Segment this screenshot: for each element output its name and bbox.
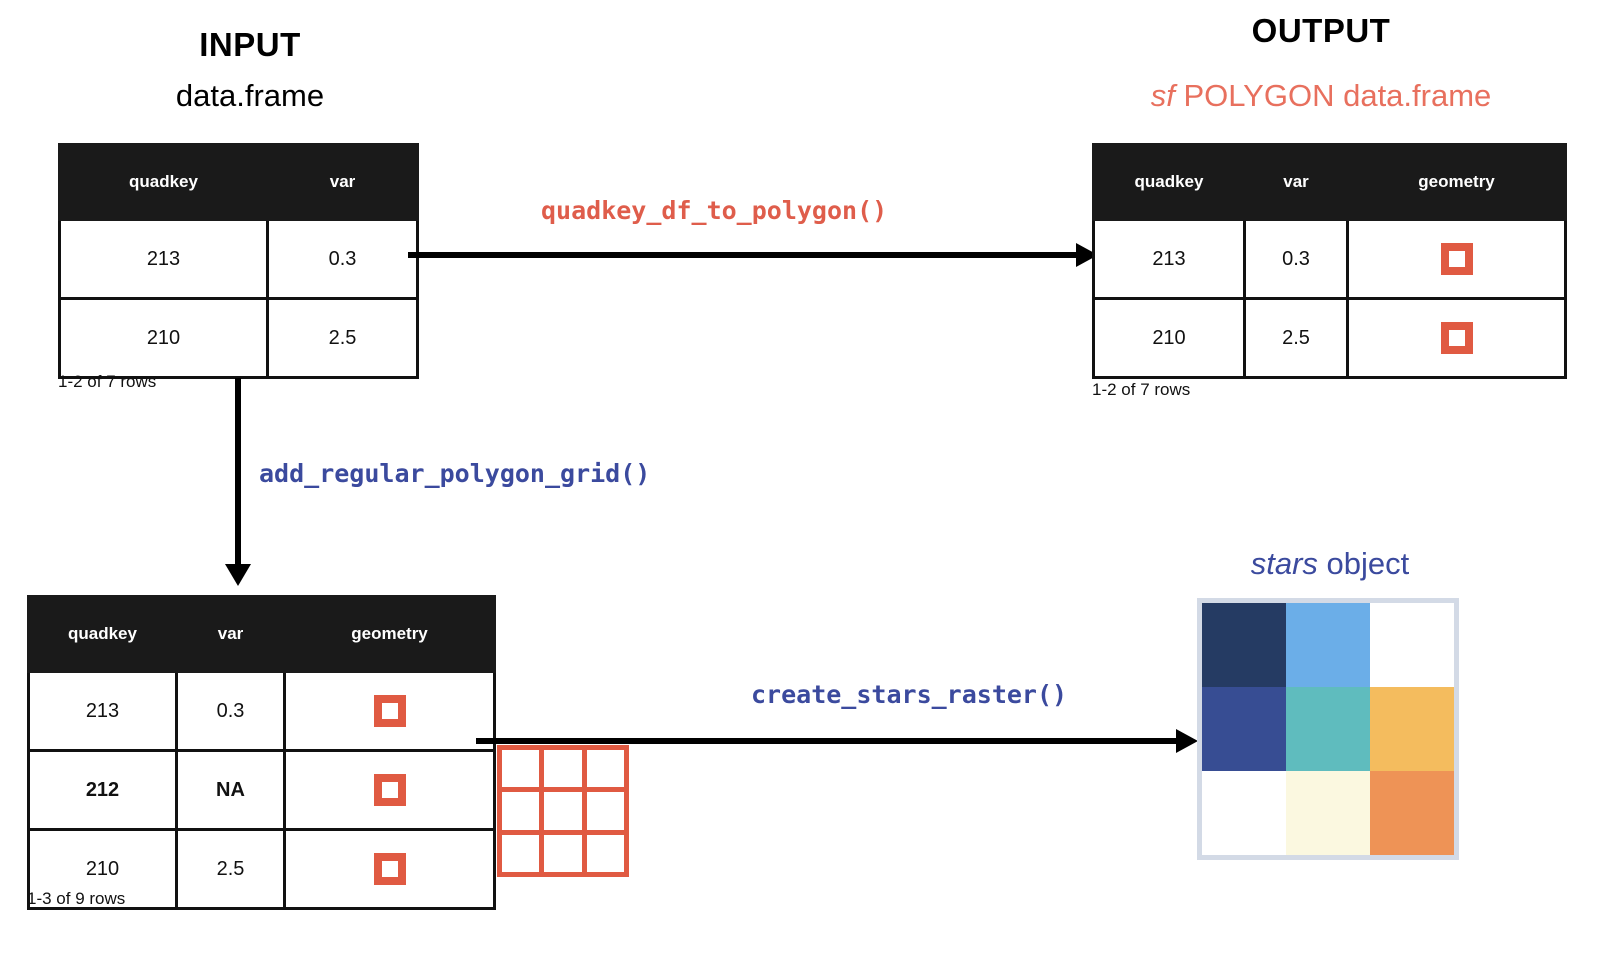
grid-cell-var: 0.3: [175, 670, 286, 752]
grid-cell: [544, 792, 582, 830]
output-cell-geometry: [1346, 218, 1567, 300]
output-cell-geometry: [1346, 297, 1567, 379]
input-col-var: var: [266, 143, 419, 221]
grid-col-var: var: [175, 595, 286, 673]
output-cell-quadkey: 213: [1092, 218, 1246, 300]
grid-cell: [544, 750, 582, 788]
arrow-input-to-output: [408, 240, 1098, 270]
input-table: quadkey var 213 0.3 210 2.5: [58, 143, 419, 379]
table-row: 213 0.3: [58, 218, 419, 300]
grid-cell: [544, 834, 582, 872]
polygon-square-icon: [373, 695, 406, 727]
input-cell-quadkey: 213: [58, 218, 269, 300]
output-table: quadkey var geometry 213 0.3 210 2.5: [1092, 143, 1567, 379]
output-cell-var: 2.5: [1243, 297, 1349, 379]
grid-cell: [586, 750, 624, 788]
grid-table: quadkey var geometry 213 0.3 212 NA: [27, 595, 496, 910]
table-row: 210 2.5: [58, 297, 419, 379]
grid-row-count: 1-3 of 9 rows: [27, 889, 126, 908]
polygon-square-icon: [1440, 322, 1473, 354]
grid-cell: [586, 834, 624, 872]
output-table-wrapper: quadkey var geometry 213 0.3 210 2.5: [1092, 143, 1567, 379]
grid-table-wrapper: quadkey var geometry 213 0.3 212 NA: [27, 595, 496, 910]
raster-cell: [1286, 603, 1370, 687]
stars-title-italic: stars: [1250, 546, 1318, 581]
input-title: INPUT: [199, 26, 301, 63]
polygon-square-icon: [373, 853, 406, 885]
output-subtitle-italic: sf: [1150, 78, 1175, 113]
input-cell-var: 0.3: [266, 218, 419, 300]
output-cell-quadkey: 210: [1092, 297, 1246, 379]
stars-raster: [1197, 598, 1459, 860]
table-row: 210 2.5: [1092, 297, 1567, 379]
table-row-highlighted: 212 NA: [27, 749, 496, 831]
output-subtitle-rest: POLYGON data.frame: [1174, 78, 1492, 113]
raster-cell: [1370, 771, 1454, 855]
raster-cell: [1202, 603, 1286, 687]
grid-cell: [502, 834, 540, 872]
input-col-quadkey: quadkey: [58, 143, 269, 221]
grid-cell-geometry: [283, 670, 496, 752]
grid-cell-var: NA: [175, 749, 286, 831]
output-table-header-row: quadkey var geometry: [1092, 143, 1567, 221]
input-table-header-row: quadkey var: [58, 143, 419, 221]
arrow-input-to-grid: [222, 378, 254, 586]
raster-cell: [1286, 687, 1370, 771]
polygon-square-icon: [1440, 243, 1473, 275]
output-subtitle: sf POLYGON data.frame: [1092, 78, 1550, 114]
grid-cell: [586, 792, 624, 830]
label-quadkey-df-to-polygon: quadkey_df_to_polygon(): [541, 196, 888, 225]
grid-table-header-row: quadkey var geometry: [27, 595, 496, 673]
label-create-stars-raster: create_stars_raster(): [751, 680, 1068, 709]
grid-cell-var: 2.5: [175, 828, 286, 910]
output-col-geometry: geometry: [1346, 143, 1567, 221]
label-add-regular-polygon-grid: add_regular_polygon_grid(): [259, 459, 651, 488]
output-cell-var: 0.3: [1243, 218, 1349, 300]
regular-polygon-grid-icon: [497, 745, 629, 877]
stars-raster-grid: [1202, 603, 1454, 855]
grid-cell-quadkey: 212: [27, 749, 178, 831]
polygon-square-icon: [373, 774, 406, 806]
table-row: 210 2.5: [27, 828, 496, 910]
table-row: 213 0.3: [27, 670, 496, 752]
table-row: 213 0.3: [1092, 218, 1567, 300]
arrow-grid-to-stars: [476, 726, 1198, 756]
output-col-quadkey: quadkey: [1092, 143, 1246, 221]
grid-cell-geometry: [283, 828, 496, 910]
output-title: OUTPUT: [1251, 12, 1391, 49]
output-col-var: var: [1243, 143, 1349, 221]
raster-cell: [1286, 771, 1370, 855]
grid-cell-geometry: [283, 749, 496, 831]
grid-col-quadkey: quadkey: [27, 595, 178, 673]
raster-cell: [1370, 687, 1454, 771]
input-cell-var: 2.5: [266, 297, 419, 379]
input-subtitle: data.frame: [175, 78, 325, 113]
grid-cell: [502, 792, 540, 830]
grid-cell: [502, 750, 540, 788]
output-row-count: 1-2 of 7 rows: [1092, 380, 1191, 399]
grid-col-geometry: geometry: [283, 595, 496, 673]
raster-cell: [1370, 603, 1454, 687]
grid-cell-quadkey: 213: [27, 670, 178, 752]
input-cell-quadkey: 210: [58, 297, 269, 379]
grid-cell-quadkey: 210: [27, 828, 178, 910]
stars-title: stars object: [1130, 546, 1530, 582]
raster-cell: [1202, 687, 1286, 771]
input-table-wrapper: quadkey var 213 0.3 210 2.5: [58, 143, 419, 379]
raster-cell: [1202, 771, 1286, 855]
stars-title-rest: object: [1317, 546, 1410, 581]
input-row-count: 1-2 of 7 rows: [58, 372, 157, 391]
